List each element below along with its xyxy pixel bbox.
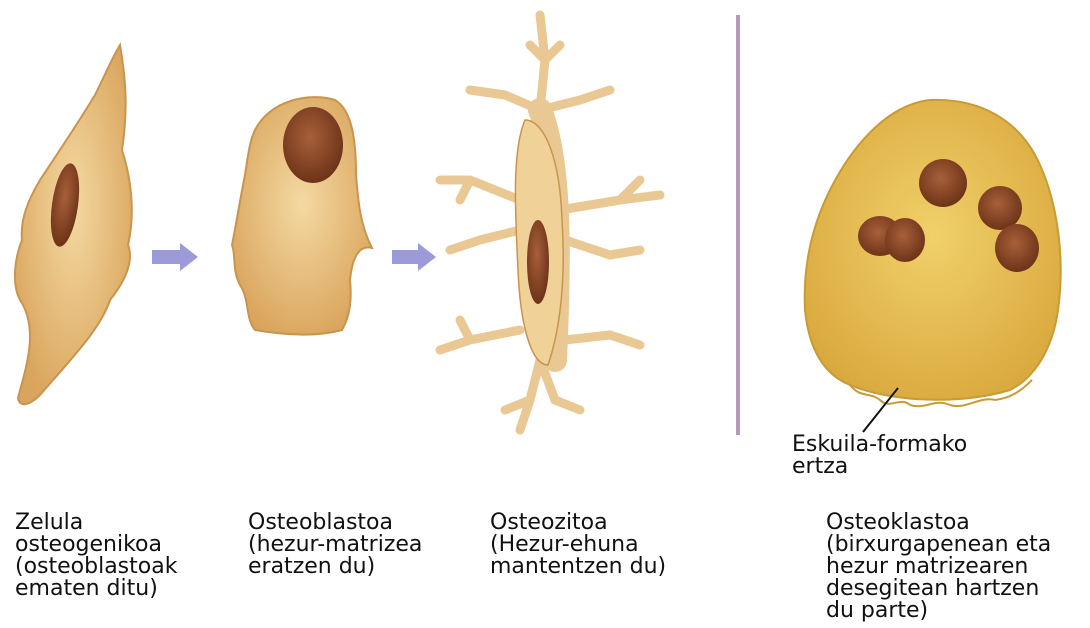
label-line: Osteozitoa	[490, 512, 666, 534]
osteoclast-nucleus-1	[919, 159, 967, 207]
label-line: Osteoblastoa	[248, 512, 422, 534]
label-line: Osteoklastoa	[826, 512, 1051, 534]
label-osteoclast: Osteoklastoa (birxurgapenean eta hezur m…	[826, 512, 1051, 622]
osteoclast-nucleus-3	[995, 224, 1039, 272]
callout-line: ertza	[792, 456, 967, 478]
osteocyte-nucleus	[527, 220, 549, 304]
callout-line: Eskuila-formako	[792, 434, 967, 456]
osteoclast-nucleus-5	[885, 218, 925, 262]
label-line: Zelula	[15, 512, 177, 534]
arrow-1	[152, 243, 198, 271]
label-line: mantentzen du)	[490, 556, 666, 578]
arrow-2	[392, 243, 436, 271]
label-line: osteogenikoa	[15, 534, 177, 556]
label-osteocyte: Osteozitoa (Hezur-ehuna mantentzen du)	[490, 512, 666, 578]
label-line: (birxurgapenean eta	[826, 534, 1051, 556]
label-line: (hezur-matrizea	[248, 534, 422, 556]
osteoblast-cell	[232, 97, 372, 334]
osteoblast-nucleus	[283, 107, 343, 183]
label-line: du parte)	[826, 600, 1051, 622]
label-line: ematen ditu)	[15, 578, 177, 600]
osteogenic-cell	[15, 45, 132, 404]
label-line: desegitean hartzen	[826, 578, 1051, 600]
callout-ruffled-border: Eskuila-formako ertza	[792, 434, 967, 478]
osteoclast-nucleus-2	[978, 186, 1022, 230]
label-line: eratzen du)	[248, 556, 422, 578]
label-line: hezur matrizearen	[826, 556, 1051, 578]
label-osteoblast: Osteoblastoa (hezur-matrizea eratzen du)	[248, 512, 422, 578]
label-line: (osteoblastoak	[15, 556, 177, 578]
osteoclast-cell	[805, 100, 1061, 406]
label-osteogenic: Zelula osteogenikoa (osteoblastoak emate…	[15, 512, 177, 600]
label-line: (Hezur-ehuna	[490, 534, 666, 556]
